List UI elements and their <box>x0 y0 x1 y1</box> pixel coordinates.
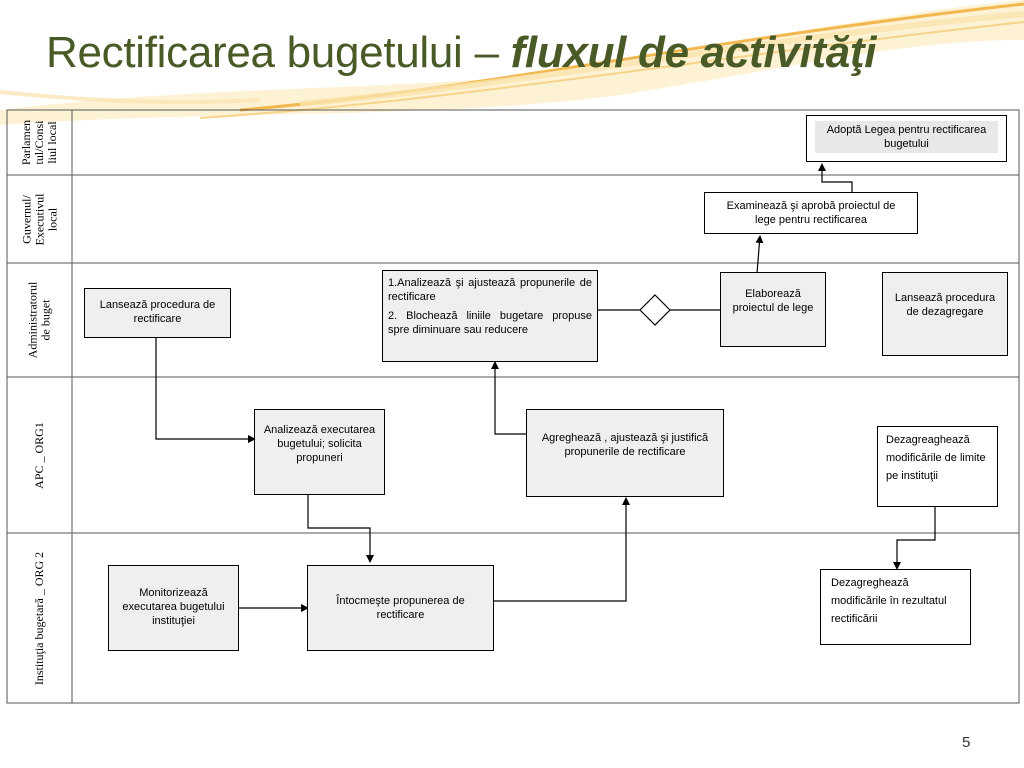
gateway-diamond <box>639 294 671 326</box>
node-lanseaza-dezagregare: Lansează procedura de dezagregare <box>882 272 1008 356</box>
page-number: 5 <box>962 734 971 751</box>
connector-elaboreaza-to-examineaza <box>755 235 764 274</box>
node-agrega-ajusteaza: Agreghează , ajustează şi justifică prop… <box>526 409 724 497</box>
node-analizeaza-ajusteaza: 1.Analizează şi ajustează propunerile de… <box>382 270 598 362</box>
node-lanseaza-rectificare: Lansează procedura de rectificare <box>84 288 231 338</box>
lane-label-guvern: Guvernul/ Executivul local <box>18 193 59 245</box>
node-dezagregheaza-limite: Dezagreaghează modificările de limite pe… <box>877 426 998 507</box>
lane-label-parlament: Parlamen tul/Consi liul local <box>18 119 59 166</box>
connector-analizeaza-to-intocmeste <box>307 495 374 563</box>
node-analizeaza-executarea: Analizează executarea bugetului; solicit… <box>254 409 385 495</box>
swimlane-grid <box>6 109 1020 704</box>
connector-lanseaza-to-analizeaza <box>155 338 256 443</box>
connectors <box>155 163 936 612</box>
connector-intocmeste-to-agrega <box>493 497 630 602</box>
slide-title: Rectificarea bugetului – fluxul de activ… <box>46 28 877 78</box>
header-swoosh-decoration <box>0 0 1024 125</box>
node-adopta-legea: Adoptă Legea pentru rectificarea bugetul… <box>806 115 1007 162</box>
node-elaboreaza-proiect: Elaborează proiectul de lege <box>720 272 826 347</box>
lane-label-administrator: Administratorul de buget <box>25 281 53 359</box>
node-analizeaza-step-1: 1.Analizează şi ajustează propunerile de… <box>388 277 592 303</box>
node-examineaza-aproba: Examinează şi aprobă proiectul de lege p… <box>704 192 918 234</box>
title-main: Rectificarea bugetului – <box>46 28 511 77</box>
lane-label-apc-org1: APC _ ORG1 <box>32 421 46 489</box>
node-dezagregheaza-rezultat: Dezagreghează modificările în rezultatul… <box>820 569 971 645</box>
connector-examineaza-to-adopta <box>818 163 853 192</box>
connector-dezlimite-to-dezrezultat <box>893 507 936 570</box>
node-monitorizeaza: Monitorizează executarea bugetului insti… <box>108 565 239 651</box>
lane-label-institutie-org2: Instituţia bugetară _ ORG 2 <box>32 551 46 685</box>
connector-agrega-to-analizeaza <box>491 361 527 435</box>
node-analizeaza-step-2: 2. Blochează liniile bugetare propuse sp… <box>388 310 592 336</box>
title-italic: fluxul de activităţi <box>510 28 877 77</box>
node-intocmeste-propunerea: Întocmeşte propunerea de rectificare <box>307 565 494 651</box>
